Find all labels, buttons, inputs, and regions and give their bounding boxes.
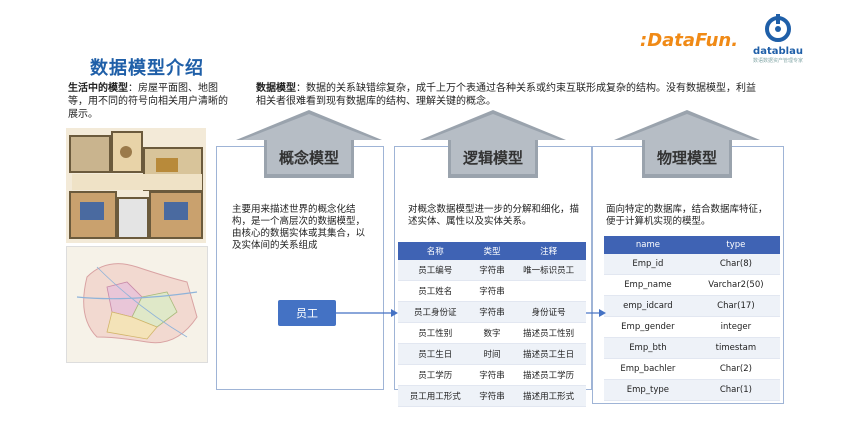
map-image (66, 246, 208, 363)
table-cell (511, 280, 586, 302)
page-title: 数据模型介绍 (90, 58, 204, 79)
table-header: 注释 (511, 242, 586, 260)
table-cell: 身份证号 (511, 301, 586, 323)
table-cell: Char(8) (691, 254, 780, 275)
table-cell: Char(2) (691, 358, 780, 380)
table-cell: timestam (691, 337, 780, 359)
table-cell: 描述员工生日 (511, 343, 586, 365)
employee-entity[interactable]: 员工 (278, 300, 336, 326)
datafun-logo: :DataFun. (640, 30, 739, 51)
data-model-label: 数据模型 (256, 83, 296, 94)
table-row: 员工用工形式字符串描述用工形式 (398, 385, 586, 407)
table-cell: Emp_bth (604, 337, 692, 359)
table-cell: Varchar2(50) (691, 274, 780, 296)
table-cell: Char(17) (691, 295, 780, 317)
life-model-desc: ：房屋平面图、地图等，用不同的符号向相关用户清晰的展示。 (68, 83, 228, 120)
conceptual-title-arrow (236, 110, 382, 178)
logical-model-table: 名称 类型 注释 员工编号字符串唯一标识员工 员工姓名字符串 员工身份证字符串身… (398, 242, 586, 407)
table-row: 员工身份证字符串身份证号 (398, 301, 586, 323)
datablau-logo: datablau 数语数据资产管理专家 (748, 14, 808, 64)
table-row: 员工姓名字符串 (398, 280, 586, 302)
table-cell: 字符串 (472, 260, 512, 281)
table-cell: 时间 (472, 343, 512, 365)
physical-title-arrow (614, 110, 760, 178)
table-cell: 描述用工形式 (511, 385, 586, 407)
table-row: 员工学历字符串描述员工学历 (398, 364, 586, 386)
table-cell: 字符串 (472, 385, 512, 407)
table-cell: emp_idcard (604, 295, 692, 317)
table-cell: 员工生日 (398, 343, 473, 365)
data-model-text: 数据模型：数据的关系缺错综复杂，成千上万个表通过各种关系或约束互联形成复杂的结构… (256, 82, 756, 108)
conceptual-model-panel (216, 146, 384, 390)
life-model-label: 生活中的模型 (68, 83, 128, 94)
table-cell: 员工编号 (398, 260, 473, 281)
table-cell: 员工身份证 (398, 301, 473, 323)
table-cell: Emp_id (604, 254, 692, 275)
table-header: type (691, 236, 780, 254)
logical-model-desc: 对概念数据模型进一步的分解和细化，描述实体、属性以及实体关系。 (408, 204, 580, 227)
life-model-text: 生活中的模型：房屋平面图、地图等，用不同的符号向相关用户清晰的展示。 (68, 82, 228, 121)
table-cell: Emp_name (604, 274, 692, 296)
datablau-subtext: 数语数据资产管理专家 (752, 58, 803, 64)
table-cell: 字符串 (472, 301, 512, 323)
data-model-desc: ：数据的关系缺错综复杂，成千上万个表通过各种关系或约束互联形成复杂的结构。没有数… (256, 83, 756, 107)
table-header-row: 名称 类型 注释 (398, 242, 586, 260)
table-cell: Emp_gender (604, 316, 692, 338)
table-cell: 字符串 (472, 280, 512, 302)
table-header: 名称 (398, 242, 473, 260)
table-cell: 员工用工形式 (398, 385, 473, 407)
table-cell: 员工性别 (398, 322, 473, 344)
table-cell: Emp_type (604, 379, 692, 401)
table-cell: 员工姓名 (398, 280, 473, 302)
physical-model-desc: 面向特定的数据库，结合数据库特征，便于计算机实现的模型。 (606, 204, 768, 227)
table-cell: 字符串 (472, 364, 512, 386)
conceptual-model-title: 概念模型 (278, 149, 339, 167)
datablau-text: datablau (753, 46, 803, 57)
table-cell: Emp_bachler (604, 358, 692, 380)
table-header: name (604, 236, 692, 254)
table-row: 员工编号字符串唯一标识员工 (398, 260, 586, 281)
table-cell: integer (691, 316, 780, 338)
table-cell: 员工学历 (398, 364, 473, 386)
concept-to-logical-arrow (336, 309, 398, 317)
datablau-icon (765, 14, 791, 42)
floor-plan-image (66, 128, 206, 243)
table-cell: 描述员工性别 (511, 322, 586, 344)
table-cell: Char(1) (691, 379, 780, 401)
physical-model-title: 物理模型 (656, 149, 717, 167)
table-cell: 描述员工学历 (511, 364, 586, 386)
table-header: 类型 (472, 242, 512, 260)
table-row: 员工生日时间描述员工生日 (398, 343, 586, 365)
logical-title-arrow (420, 110, 566, 178)
conceptual-model-desc: 主要用来描述世界的概念化结构，是一个高层次的数据模型，由核心的数据实体或其集合，… (232, 204, 366, 251)
logical-model-title: 逻辑模型 (462, 149, 523, 167)
table-row: 员工性别数字描述员工性别 (398, 322, 586, 344)
logical-to-physical-arrow (586, 309, 606, 317)
table-cell: 唯一标识员工 (511, 260, 586, 281)
table-header-row: name type (604, 236, 780, 254)
table-cell: 数字 (472, 322, 512, 344)
